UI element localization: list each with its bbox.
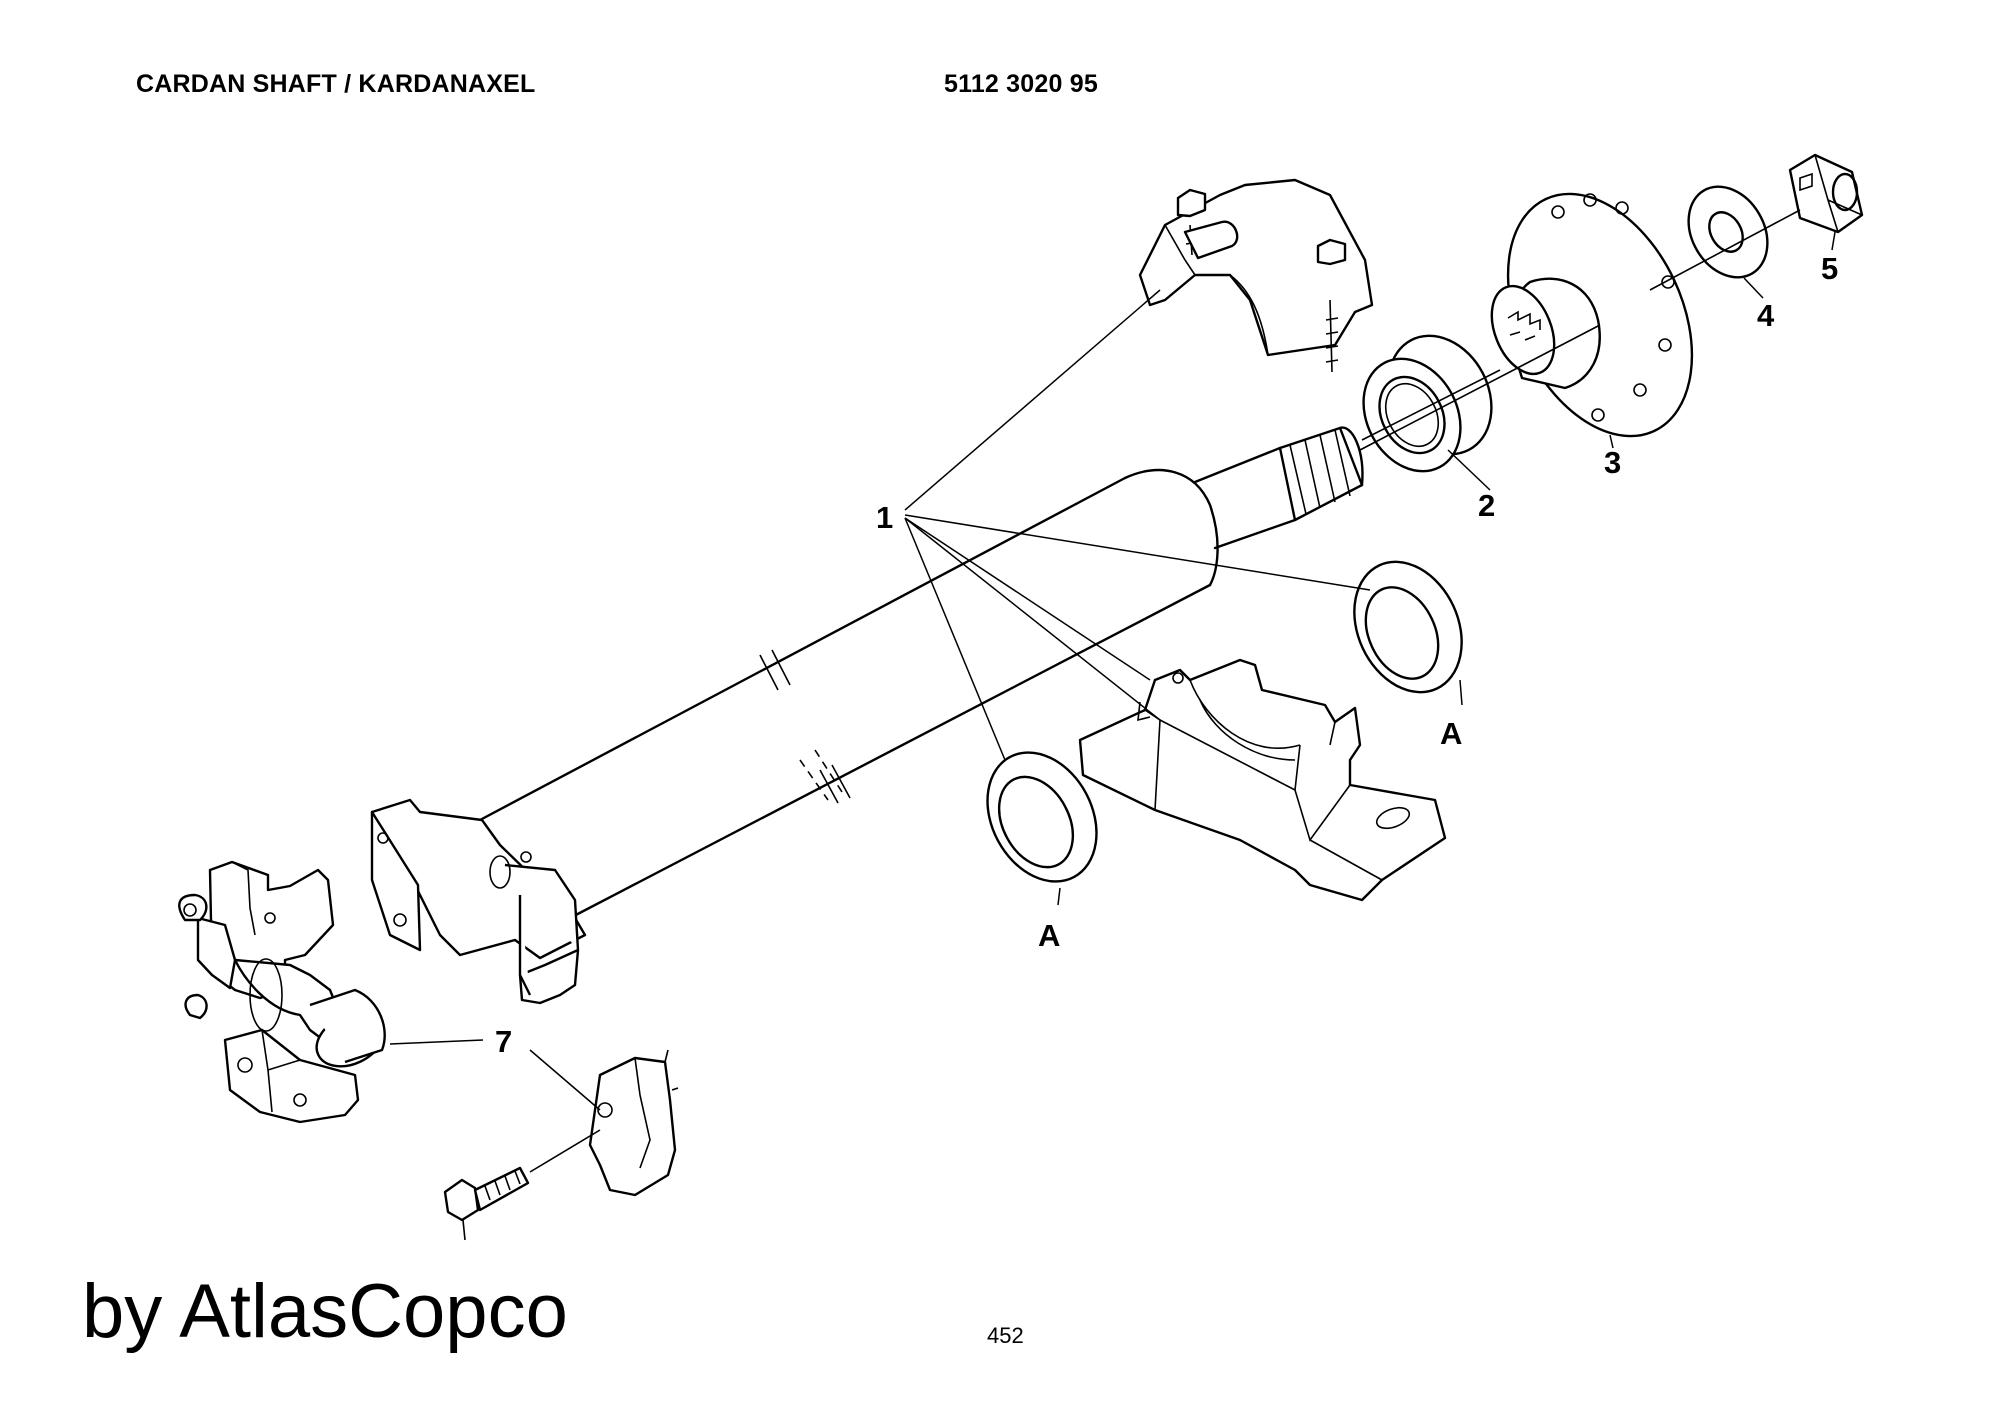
callout-5: 5 <box>1821 251 1838 286</box>
universal-joint <box>178 860 386 1124</box>
companion-flange <box>1490 192 1694 438</box>
callout-1: 1 <box>876 500 893 535</box>
callout-7: 7 <box>495 1024 512 1059</box>
callout-a-left: A <box>1038 918 1060 953</box>
callout-4: 4 <box>1757 298 1775 333</box>
callout-a-right: A <box>1440 716 1462 751</box>
part-number: 5112 3020 95 <box>944 70 1098 98</box>
seal-ring-right <box>1353 560 1463 694</box>
seal-ring-left <box>986 751 1098 883</box>
brand-watermark: by AtlasCopco <box>82 1269 568 1354</box>
u-joint-bearing-cap <box>588 1049 679 1197</box>
assembly-axis <box>1359 209 1801 451</box>
shaft-yoke <box>370 798 587 1005</box>
castle-nut <box>1788 153 1864 234</box>
upper-bearing-cap <box>1138 178 1374 373</box>
callout-2: 2 <box>1478 488 1495 523</box>
page-number: 452 <box>987 1323 1024 1348</box>
bearing <box>1361 334 1501 473</box>
washer <box>1687 185 1769 279</box>
leader-lines <box>389 231 1836 1111</box>
shaft-tube <box>478 469 1219 920</box>
drawing-title: CARDAN SHAFT / KARDANAXEL <box>136 70 536 98</box>
shaft-spline-end <box>1193 426 1364 550</box>
callout-3: 3 <box>1604 445 1621 480</box>
bolt <box>443 1129 601 1241</box>
bearing-housing-base <box>1078 658 1447 902</box>
